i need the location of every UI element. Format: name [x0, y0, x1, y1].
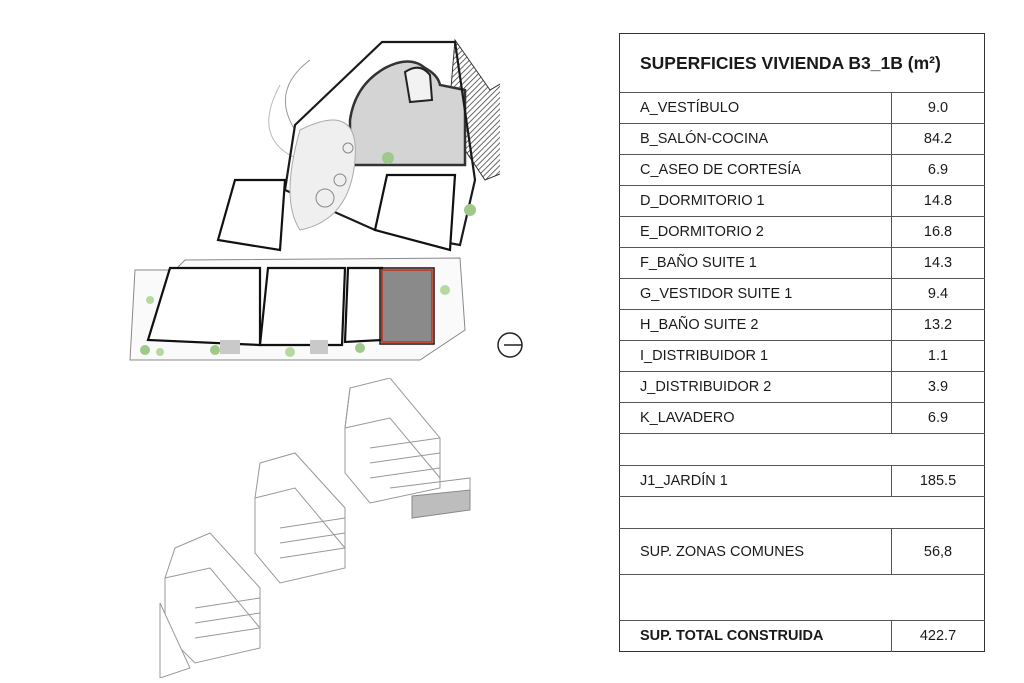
- room-label: K_LAVADERO: [619, 402, 892, 434]
- garden-shrub: [210, 345, 220, 355]
- table-row: A_VESTÍBULO 9.0: [619, 92, 985, 124]
- garden-shrub: [140, 345, 150, 355]
- table-title: SUPERFICIES VIVIENDA B3_1B (m²): [640, 52, 941, 73]
- garden-label: J1_JARDÍN 1: [619, 465, 892, 497]
- pool: [403, 66, 434, 104]
- table-row: C_ASEO DE CORTESÍA 6.9: [619, 154, 985, 186]
- room-label: D_DORMITORIO 1: [619, 185, 892, 217]
- room-value: 6.9: [891, 402, 985, 434]
- garden-tree: [342, 142, 354, 154]
- garden-shrub: [146, 296, 154, 304]
- room-label: F_BAÑO SUITE 1: [619, 247, 892, 279]
- table-title-row: SUPERFICIES VIVIENDA B3_1B (m²): [620, 34, 985, 93]
- axo-highlighted-terrace: [411, 489, 471, 519]
- garden-shrub: [355, 343, 365, 353]
- room-value: 9.0: [891, 92, 985, 124]
- room-value: 6.9: [891, 154, 985, 186]
- room-label: B_SALÓN-COCINA: [619, 123, 892, 155]
- axo-terrace: [159, 602, 191, 678]
- garden-shrub: [156, 348, 164, 356]
- table-row: G_VESTIDOR SUITE 1 9.4: [619, 278, 985, 310]
- garden-shrub: [285, 347, 295, 357]
- north-compass-icon: [497, 332, 523, 358]
- room-label: I_DISTRIBUIDOR 1: [619, 340, 892, 372]
- room-label: A_VESTÍBULO: [619, 92, 892, 124]
- garden-shrub: [440, 285, 450, 295]
- axonometric-view: [159, 378, 471, 678]
- table-row: F_BAÑO SUITE 1 14.3: [619, 247, 985, 279]
- garden-tree: [333, 173, 347, 187]
- room-value: 9.4: [891, 278, 985, 310]
- room-label: H_BAÑO SUITE 2: [619, 309, 892, 341]
- common-value: 56,8: [891, 528, 985, 575]
- total-label: SUP. TOTAL CONSTRUIDA: [619, 620, 892, 652]
- room-value: 13.2: [891, 309, 985, 341]
- garden-shrub: [464, 204, 476, 216]
- garden-value: 185.5: [891, 465, 985, 497]
- room-value: 14.8: [891, 185, 985, 217]
- room-label: G_VESTIDOR SUITE 1: [619, 278, 892, 310]
- unit-lower-3: [343, 266, 384, 344]
- table-row: B_SALÓN-COCINA 84.2: [619, 123, 985, 155]
- paving-strip: [220, 340, 240, 354]
- table-row-total: SUP. TOTAL CONSTRUIDA 422.7: [619, 620, 985, 652]
- room-value: 3.9: [891, 371, 985, 403]
- total-value: 422.7: [891, 620, 985, 652]
- site-arc: [284, 59, 311, 131]
- table-spacer-row: [619, 574, 985, 621]
- common-label: SUP. ZONAS COMUNES: [619, 528, 892, 575]
- room-value: 16.8: [891, 216, 985, 248]
- table-row: D_DORMITORIO 1 14.8: [619, 185, 985, 217]
- table-row: H_BAÑO SUITE 2 13.2: [619, 309, 985, 341]
- room-label: C_ASEO DE CORTESÍA: [619, 154, 892, 186]
- pool-area: [348, 60, 467, 167]
- table-row-garden: J1_JARDÍN 1 185.5: [619, 465, 985, 497]
- table-row: J_DISTRIBUIDOR 2 3.9: [619, 371, 985, 403]
- unit-lower-2: [258, 266, 347, 347]
- garden-path: [289, 119, 356, 231]
- unit-upper-left: [216, 178, 287, 252]
- garden-tree: [315, 188, 335, 208]
- room-value: 14.3: [891, 247, 985, 279]
- table-row: E_DORMITORIO 2 16.8: [619, 216, 985, 248]
- table-row: K_LAVADERO 6.9: [619, 402, 985, 434]
- garden-shrub: [382, 152, 394, 164]
- room-label: J_DISTRIBUIDOR 2: [619, 371, 892, 403]
- room-label: E_DORMITORIO 2: [619, 216, 892, 248]
- table-spacer-row: [619, 433, 985, 466]
- table-row-common: SUP. ZONAS COMUNES 56,8: [619, 528, 985, 575]
- site-plan-drawing: [129, 38, 500, 361]
- table-spacer-row: [619, 496, 985, 529]
- unit-lower-4-outline: [379, 267, 435, 345]
- highlighted-unit-b3-1b: [381, 269, 433, 343]
- paving-strip: [310, 340, 328, 354]
- room-value: 84.2: [891, 123, 985, 155]
- surface-table: SUPERFICIES VIVIENDA B3_1B (m²) A_VESTÍB…: [619, 33, 985, 652]
- table-row: I_DISTRIBUIDOR 1 1.1: [619, 340, 985, 372]
- unit-upper-right: [373, 173, 457, 252]
- room-value: 1.1: [891, 340, 985, 372]
